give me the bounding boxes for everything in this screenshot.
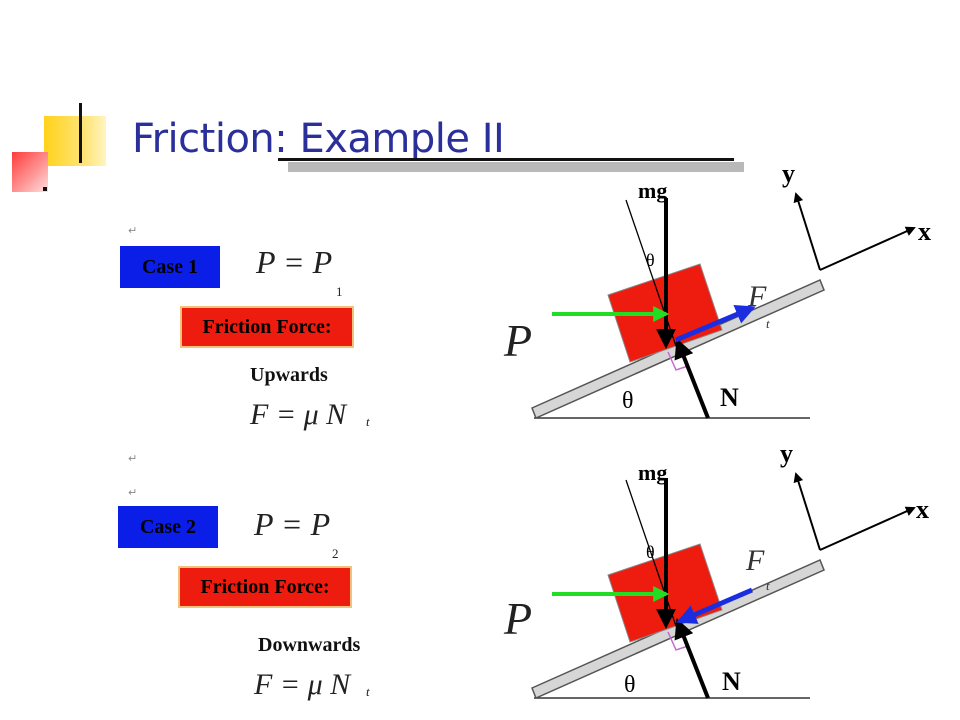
slide-title: Friction: Example II	[132, 116, 505, 162]
case1-direction: Upwards	[250, 364, 328, 386]
case2-friction-equation: F = μ N	[254, 668, 351, 701]
normal-label: N	[722, 667, 741, 696]
axis-y-label: y	[780, 440, 793, 468]
right-angle-marker	[667, 351, 689, 371]
normal-label: N	[720, 383, 739, 412]
friction-label: F	[747, 280, 767, 313]
weight-label: mg	[638, 460, 667, 485]
axis-y-label: y	[782, 160, 795, 188]
incline-diagram-1: mg θ F t P θ N y x	[503, 160, 931, 420]
weight-label: mg	[638, 178, 667, 203]
decor-vertical-line	[79, 103, 82, 163]
friction-subscript: t	[766, 316, 770, 331]
decor-dot	[43, 187, 47, 191]
axis-x-label: x	[918, 217, 931, 246]
case2-friction-subscript: t	[366, 684, 370, 699]
normal-arrow	[674, 338, 710, 419]
push-label: P	[503, 593, 532, 644]
case2-friction-label: Friction Force:	[178, 566, 352, 608]
friction-subscript: t	[766, 578, 770, 593]
axis-x-label: x	[916, 495, 929, 524]
decor-square-yellow	[44, 116, 106, 166]
case1-subscript: 1	[336, 284, 343, 299]
normal-arrow	[674, 618, 710, 699]
case1-friction-equation: F = μ N	[250, 398, 347, 431]
paragraph-mark: ↵	[128, 486, 138, 499]
paragraph-mark: ↵	[128, 224, 138, 237]
case2-subscript: 2	[332, 546, 339, 561]
case1-equation: P = P	[256, 244, 333, 280]
friction-arrow	[676, 587, 753, 624]
axis-x-line	[819, 226, 916, 271]
theta-top-label: θ	[646, 250, 655, 270]
theta-bottom-label: θ	[624, 672, 636, 698]
case1-friction-label: Friction Force:	[180, 306, 354, 348]
title-underline	[278, 158, 734, 161]
decor-square-red	[12, 152, 48, 192]
case2-direction: Downwards	[258, 634, 361, 656]
title-underline-shadow	[288, 162, 744, 172]
paragraph-mark: ↵	[128, 452, 138, 465]
friction-arrow	[675, 304, 756, 343]
push-label: P	[503, 315, 532, 366]
axis-y-line	[793, 472, 821, 551]
axis-x-line	[819, 506, 916, 551]
axis-y-line	[793, 192, 821, 271]
case1-friction-subscript: t	[366, 414, 370, 429]
friction-label: F	[745, 544, 765, 577]
case1-label: Case 1	[120, 246, 220, 288]
case2-equation: P = P	[254, 506, 331, 542]
case2-label: Case 2	[118, 506, 218, 548]
right-angle-marker	[667, 631, 689, 651]
theta-top-label: θ	[646, 542, 655, 562]
incline-diagram-2: mg θ F t P θ N y x	[503, 440, 929, 700]
theta-bottom-label: θ	[622, 388, 634, 414]
